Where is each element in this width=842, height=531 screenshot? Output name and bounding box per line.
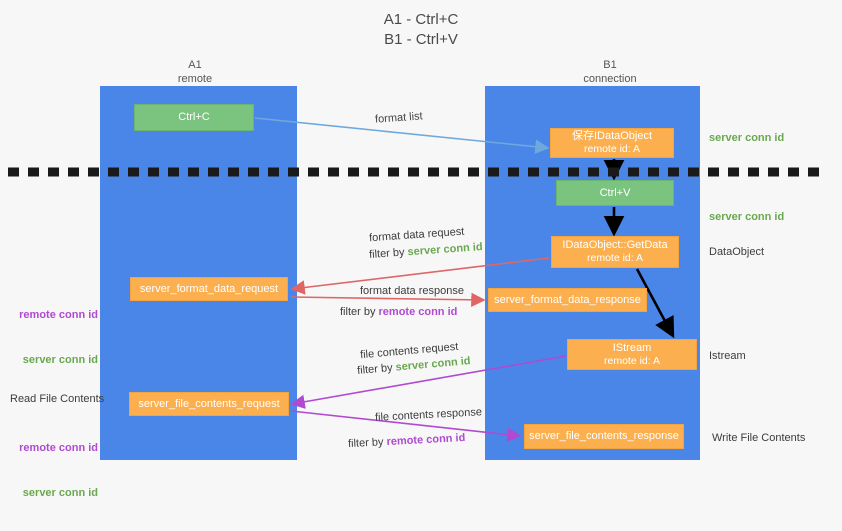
server-conn-id-text: server conn id [22, 354, 98, 366]
box-istream-sub: remote id: A [603, 354, 661, 367]
diagram-canvas: A1 - Ctrl+C B1 - Ctrl+V A1 remote B1 con… [8, 11, 828, 499]
box-server-file-contents-response-label: server_file_contents_response [529, 430, 679, 442]
box-getdata-label: IDataObject::GetData [562, 239, 668, 251]
filter-by-text: filter by [356, 361, 397, 377]
box-server-format-data-request[interactable]: server_format_data_request [130, 277, 288, 301]
annotation-conn-ids-2: remote conn id server conn id [10, 411, 98, 531]
label-format-list: format list [374, 110, 424, 126]
box-idataobject[interactable]: 保存IDataObject remote id: A [550, 128, 674, 158]
server-conn-id-text: server conn id [407, 241, 483, 259]
label-filter-by-remote-conn-id-1: filter by remote conn id [340, 305, 457, 319]
lane-header-a1: A1 remote [177, 59, 213, 85]
box-ctrl-c-label: Ctrl+C [178, 111, 210, 123]
label-format-data-response: format data response [360, 285, 464, 297]
box-server-format-data-response[interactable]: server_format_data_response [488, 288, 647, 312]
annotation-server-conn-id-top: server conn id [709, 132, 785, 144]
box-idataobject-getdata[interactable]: IDataObject::GetData remote id: A [551, 236, 679, 268]
box-idataobject-sub: remote id: A [583, 143, 641, 155]
remote-conn-id-text: remote conn id [19, 442, 98, 454]
annotation-server-conn-id-mid: server conn id [709, 211, 785, 223]
remote-conn-id-text: remote conn id [386, 431, 466, 449]
lane-header-b1: B1 connection [583, 59, 637, 85]
label-file-contents-response: file contents response [374, 406, 483, 424]
box-server-format-data-response-label: server_format_data_response [494, 293, 641, 306]
label-filter-by-remote-conn-id-2: filter by remote conn id [348, 431, 466, 451]
filter-by-text: filter by [368, 246, 408, 261]
server-conn-id-text: server conn id [22, 487, 98, 499]
page-title: A1 - Ctrl+C B1 - Ctrl+V [383, 11, 459, 48]
box-server-file-contents-response[interactable]: server_file_contents_response [524, 424, 684, 449]
annotation-conn-ids-1: remote conn id server conn id [10, 278, 98, 398]
box-getdata-sub: remote id: A [586, 252, 644, 264]
box-server-file-contents-request[interactable]: server_file_contents_request [129, 392, 289, 416]
box-server-file-contents-request-label: server_file_contents_request [138, 397, 280, 410]
annotation-write-file-contents: Write File Contents [712, 432, 806, 444]
box-idataobject-label: 保存IDataObject [571, 130, 653, 142]
remote-conn-id-text: remote conn id [378, 306, 458, 318]
remote-conn-id-text: remote conn id [19, 309, 98, 321]
filter-by-text: filter by [340, 306, 379, 318]
box-istream-label: IStream [612, 341, 652, 354]
annotation-read-file-contents: Read File Contents [10, 393, 105, 405]
box-ctrl-v[interactable]: Ctrl+V [556, 180, 674, 206]
box-server-format-data-request-label: server_format_data_request [139, 282, 279, 295]
box-ctrl-v-label: Ctrl+V [599, 186, 631, 199]
box-istream[interactable]: IStream remote id: A [567, 339, 697, 370]
annotation-dataobject: DataObject [709, 246, 765, 258]
box-ctrl-c[interactable]: Ctrl+C [134, 104, 254, 131]
filter-by-text: filter by [347, 436, 387, 451]
annotation-istream: Istream [709, 350, 746, 362]
